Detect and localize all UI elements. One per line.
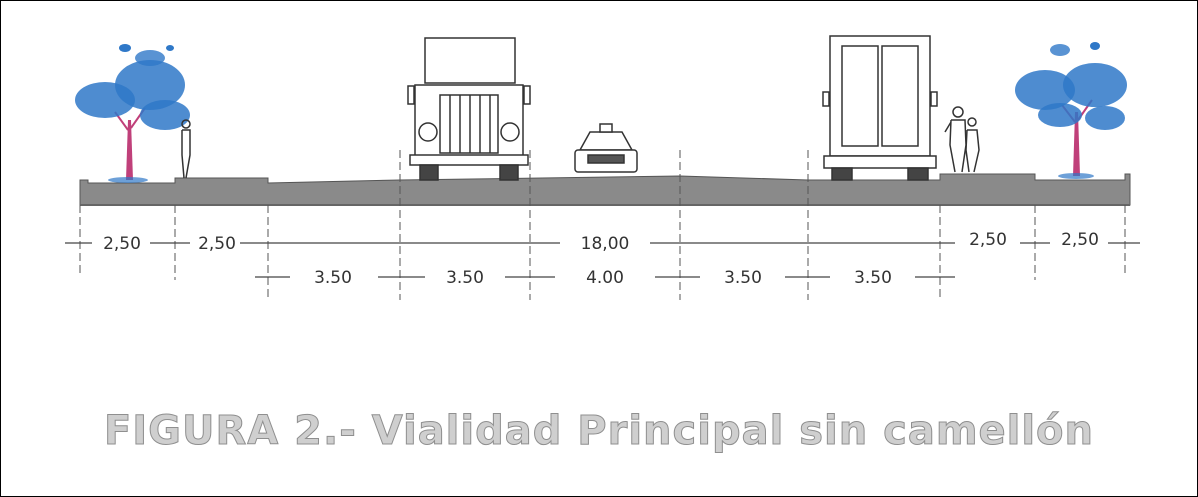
dim-lane-4: 3.50 [724, 268, 762, 288]
pavement [79, 173, 1131, 206]
dim-lane-2: 3.50 [446, 268, 484, 288]
truck-rear-icon [822, 35, 938, 181]
dim-lane-5: 3.50 [854, 268, 892, 288]
dim-sidewalk-left-outer: 2,50 [103, 234, 141, 254]
truck-front-icon [407, 37, 531, 181]
pedestrians-right-icon [944, 106, 980, 173]
dim-sidewalk-left-inner: 2,50 [198, 234, 236, 254]
dim-sidewalk-right-outer: 2,50 [1061, 230, 1099, 250]
dim-roadway-total: 18,00 [581, 234, 630, 254]
dimension-extension-lines [79, 150, 1126, 300]
tree-left-icon [75, 44, 190, 183]
tree-right-icon [1015, 42, 1127, 179]
figure-caption: FIGURA 2.- Vialidad Principal sin camell… [103, 408, 1095, 455]
car-icon [574, 123, 638, 173]
dim-lane-center: 4.00 [586, 268, 624, 288]
dim-sidewalk-right-inner: 2,50 [969, 230, 1007, 250]
dim-lane-1: 3.50 [314, 268, 352, 288]
pedestrian-left-icon [181, 119, 191, 179]
